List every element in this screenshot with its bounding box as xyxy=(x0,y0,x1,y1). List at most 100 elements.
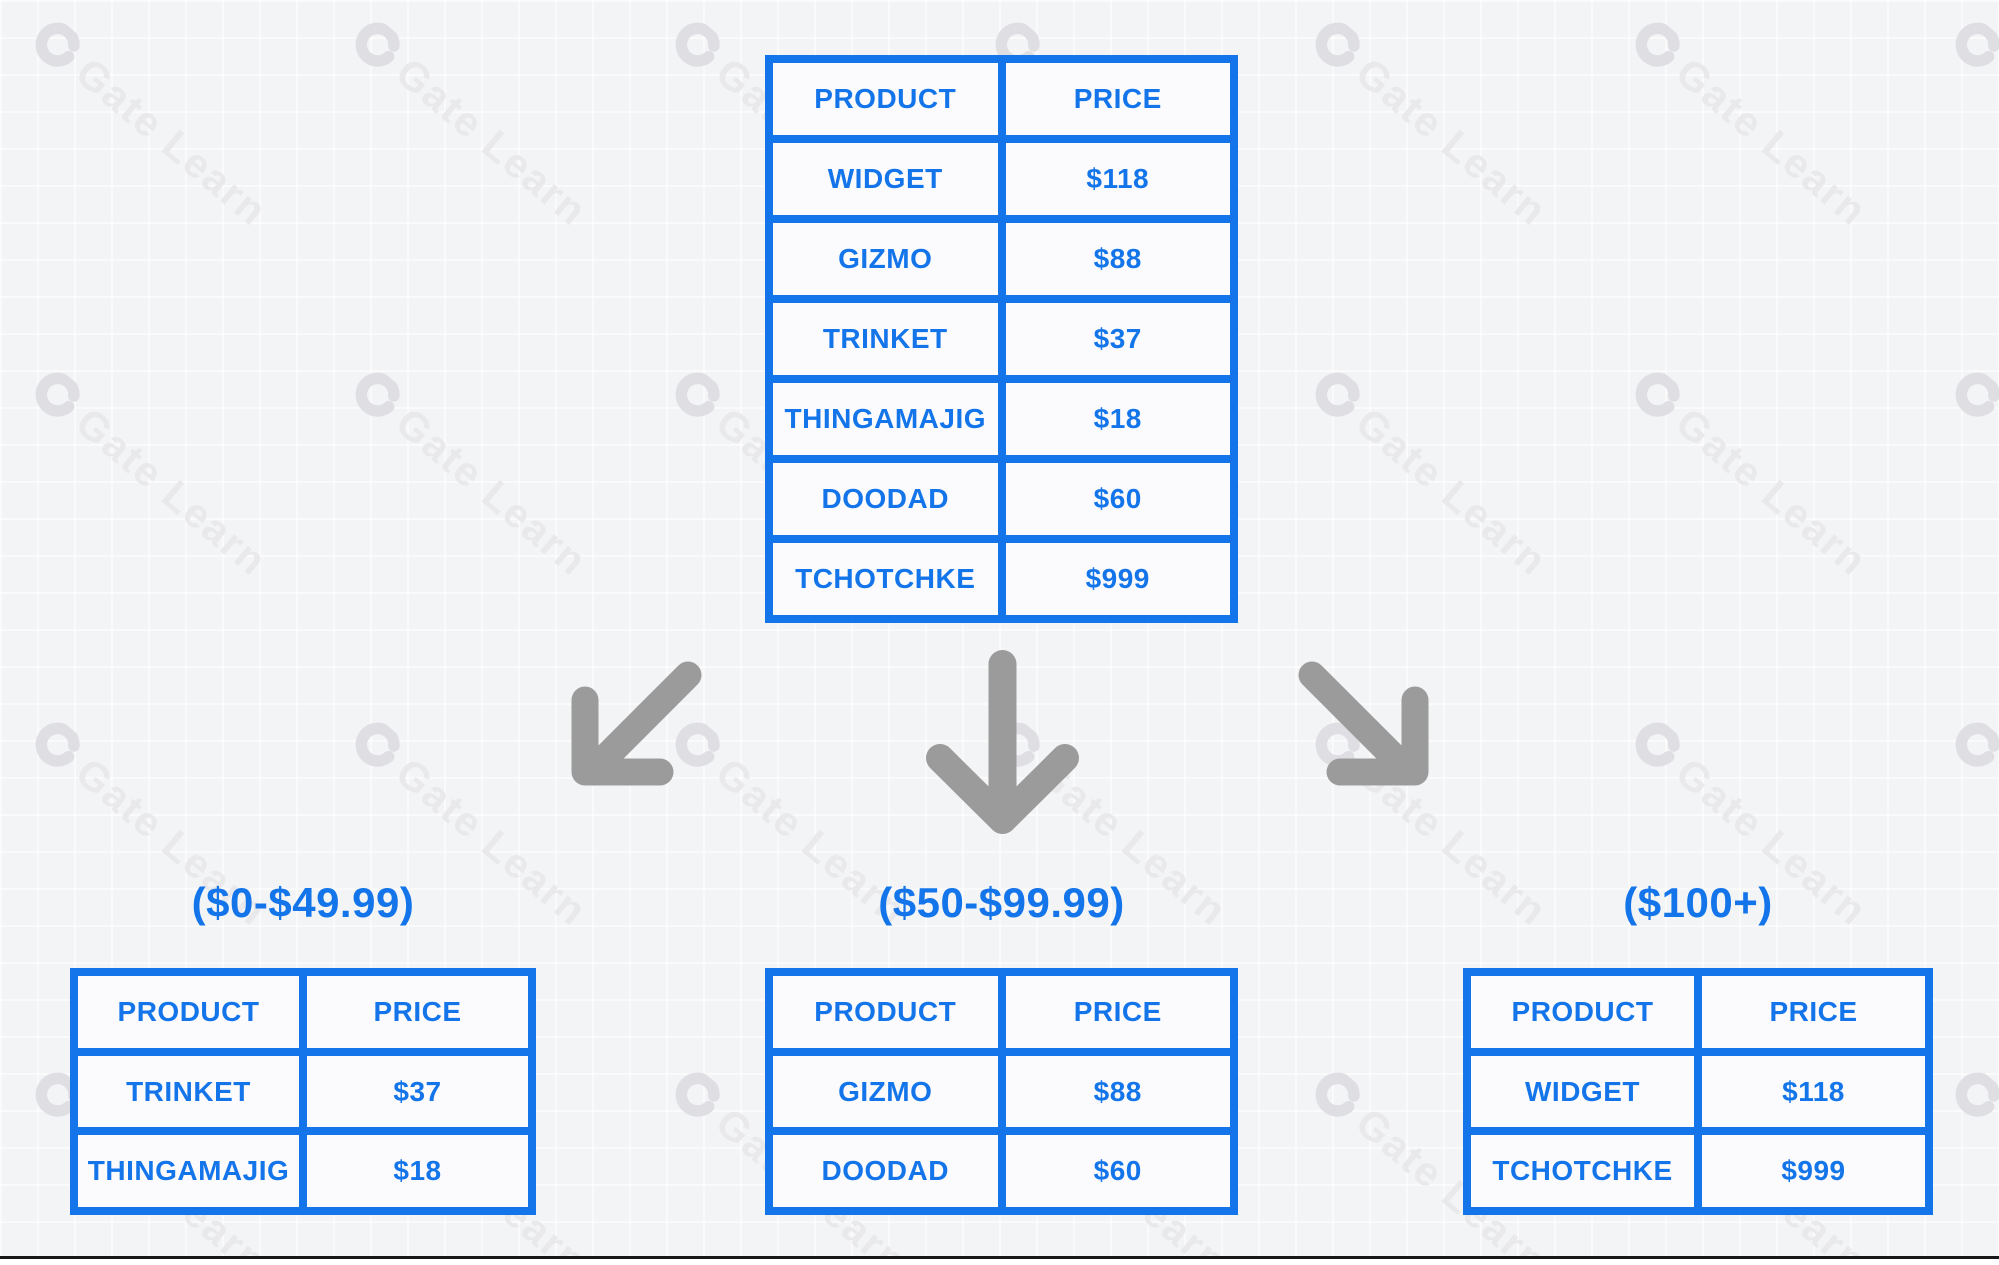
table-row: TCHOTCHKE$999 xyxy=(773,543,1230,615)
gate-logo-icon xyxy=(1315,22,1360,67)
gate-logo-icon xyxy=(1635,372,1680,417)
watermark-text: Gate Learn xyxy=(1987,48,1999,235)
watermark: Gate Learn xyxy=(1624,363,1877,586)
watermark-text: Gate Learn xyxy=(387,398,597,585)
table-cell: WIDGET xyxy=(1471,1055,1694,1128)
table-row: THINGAMAJIG$18 xyxy=(78,1135,528,1208)
table-cell: DOODAD xyxy=(773,1135,998,1208)
watermark: Gate Learn xyxy=(1944,1063,1999,1265)
gate-logo-icon xyxy=(1635,722,1680,767)
gate-logo-icon xyxy=(675,722,720,767)
table-header-cell: PRODUCT xyxy=(78,976,299,1048)
table-cell: GIZMO xyxy=(773,223,998,295)
watermark-text: Gate Learn xyxy=(1987,398,1999,585)
gate-logo-icon xyxy=(1635,22,1680,67)
arrow-down-left-icon xyxy=(571,661,702,786)
watermark-text: Gate Learn xyxy=(1667,398,1877,585)
gate-logo-icon xyxy=(355,22,400,67)
watermark: Gate Learn xyxy=(1944,363,1999,586)
gate-logo-icon xyxy=(1955,22,1999,67)
table-cell: THINGAMAJIG xyxy=(773,383,998,455)
table-cell: $999 xyxy=(1005,543,1230,615)
table-row: TRINKET$37 xyxy=(773,303,1230,375)
table-cell: TCHOTCHKE xyxy=(1471,1135,1694,1208)
price-range-label-low: ($0-$49.99) xyxy=(191,879,415,926)
table-header-cell: PRICE xyxy=(307,976,528,1048)
gate-logo-icon xyxy=(35,722,80,767)
table-row: DOODAD$60 xyxy=(773,1135,1230,1208)
table-row: DOODAD$60 xyxy=(773,463,1230,535)
table-row: WIDGET$118 xyxy=(1471,1055,1925,1128)
gate-logo-icon xyxy=(355,372,400,417)
watermark-text: Gate Learn xyxy=(1667,48,1877,235)
bottom-margin xyxy=(0,1259,1999,1265)
watermark-text: Gate Learn xyxy=(387,48,597,235)
table-row: WIDGET$118 xyxy=(773,143,1230,215)
watermark: Gate Learn xyxy=(1624,13,1877,236)
table-cell: $88 xyxy=(1005,1055,1230,1128)
gate-logo-icon xyxy=(35,22,80,67)
watermark: Gate Learn xyxy=(344,363,597,586)
watermark: Gate Learn xyxy=(1304,363,1557,586)
table-header-cell: PRODUCT xyxy=(1471,976,1694,1048)
watermark: Gate Learn xyxy=(1944,713,1999,936)
table-cell: $60 xyxy=(1005,1135,1230,1208)
table-cell: THINGAMAJIG xyxy=(78,1135,299,1208)
gate-logo-icon xyxy=(1955,372,1999,417)
watermark: Gate Learn xyxy=(1944,13,1999,236)
gate-logo-icon xyxy=(995,722,1040,767)
table-cell: $60 xyxy=(1005,463,1230,535)
table-cell: $37 xyxy=(307,1055,528,1128)
watermark-text: Gate Learn xyxy=(1347,48,1557,235)
table-header-cell: PRODUCT xyxy=(773,63,998,135)
table-cell: GIZMO xyxy=(773,1055,998,1128)
gate-logo-icon xyxy=(1955,722,1999,767)
table-cell: TRINKET xyxy=(78,1055,299,1128)
table-row: GIZMO$88 xyxy=(773,223,1230,295)
watermark-text: Gate Learn xyxy=(1347,398,1557,585)
price-range-label-mid: ($50-$99.99) xyxy=(878,879,1125,926)
table-header-cell: PRICE xyxy=(1005,976,1230,1048)
gate-logo-icon xyxy=(675,22,720,67)
watermark-text: Gate Learn xyxy=(1987,1098,1999,1265)
table-cell: $999 xyxy=(1702,1135,1925,1208)
table-cell: TCHOTCHKE xyxy=(773,543,998,615)
watermark: Gate Learn xyxy=(1304,13,1557,236)
arrow-down-icon xyxy=(926,650,1079,834)
gate-logo-icon xyxy=(1315,372,1360,417)
watermark: Gate Learn xyxy=(24,363,277,586)
gate-logo-icon xyxy=(355,722,400,767)
watermark: Gate Learn xyxy=(24,13,277,236)
table-cell: $118 xyxy=(1702,1055,1925,1128)
watermark-text: Gate Learn xyxy=(1987,748,1999,935)
table-row: GIZMO$88 xyxy=(773,1055,1230,1128)
gate-logo-icon xyxy=(675,372,720,417)
table-header-cell: PRODUCT xyxy=(773,976,998,1048)
table-row: TRINKET$37 xyxy=(78,1055,528,1128)
table-cell: WIDGET xyxy=(773,143,998,215)
table-header-cell: PRICE xyxy=(1702,976,1925,1048)
price-range-label-high: ($100+) xyxy=(1623,879,1773,926)
table-cell: TRINKET xyxy=(773,303,998,375)
table-row: TCHOTCHKE$999 xyxy=(1471,1135,1925,1208)
gate-logo-icon xyxy=(1315,722,1360,767)
gate-logo-icon xyxy=(1955,1072,1999,1117)
table-cell: $118 xyxy=(1005,143,1230,215)
gate-logo-icon xyxy=(675,1072,720,1117)
table-row: THINGAMAJIG$18 xyxy=(773,383,1230,455)
bottom-divider xyxy=(0,1256,1999,1259)
watermark-text: Gate Learn xyxy=(67,48,277,235)
watermark: Gate Learn xyxy=(344,13,597,236)
table-cell: $37 xyxy=(1005,303,1230,375)
table-cell: DOODAD xyxy=(773,463,998,535)
watermark-text: Gate Learn xyxy=(67,398,277,585)
gate-logo-icon xyxy=(35,372,80,417)
